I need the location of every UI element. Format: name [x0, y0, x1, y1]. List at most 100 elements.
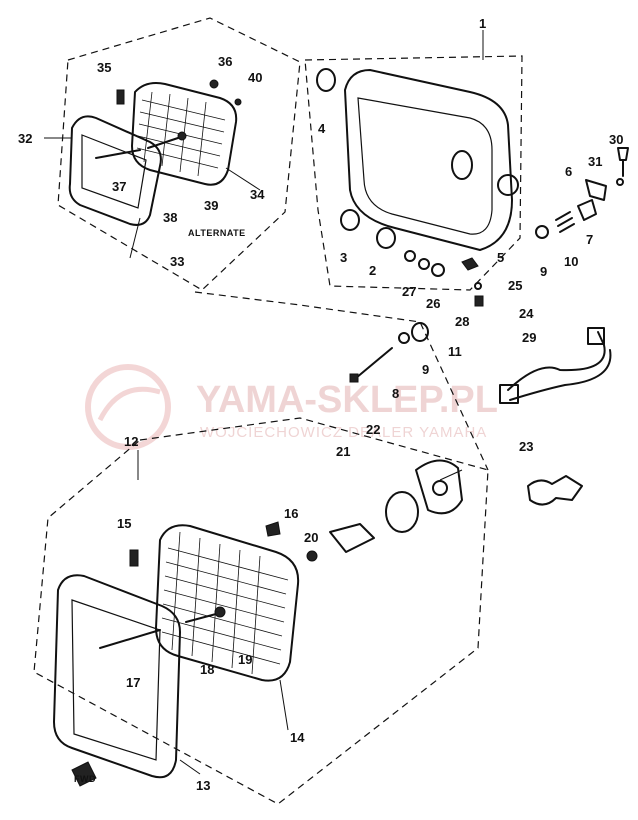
label-33: 33	[170, 254, 184, 269]
group-connector-line	[194, 291, 489, 471]
main-sealed-beam	[155, 524, 300, 682]
part-labels: 1 2 3 4 5 6 7 8 9 9 10 11 12 13 14 15 16…	[18, 16, 623, 793]
label-38: 38	[163, 210, 177, 225]
connector-29a-icon	[499, 384, 519, 404]
label-39: 39	[204, 198, 218, 213]
bolt-24-icon	[474, 295, 484, 307]
label-19: 19	[238, 652, 252, 667]
main-group-outline	[33, 417, 489, 805]
screw-35-icon	[116, 89, 125, 105]
label-8: 8	[392, 386, 399, 401]
grommet-4-icon	[316, 68, 336, 92]
bolt-30-icon	[617, 147, 629, 177]
label-9b: 9	[422, 362, 429, 377]
label-18: 18	[200, 662, 214, 677]
headlight-body	[316, 68, 629, 383]
nut-19-icon	[214, 606, 226, 618]
case-bolt-hole-icon	[497, 174, 519, 196]
group-outlines	[33, 17, 523, 805]
alternate-group-outline	[57, 17, 301, 291]
label-13: 13	[196, 778, 210, 793]
body-group-outline	[304, 55, 523, 291]
wire-harness-29	[507, 331, 606, 391]
alternate-label: ALTERNATE	[188, 228, 246, 238]
screw-15-icon	[129, 549, 139, 567]
nut-36-icon	[209, 79, 219, 89]
label-22: 22	[366, 422, 380, 437]
label-37: 37	[112, 179, 126, 194]
label-32: 32	[18, 131, 32, 146]
watermark-subtitle: WOJCIECHOWICZ DEALER YAMAHA	[200, 424, 487, 441]
connector-29b-icon	[587, 327, 605, 345]
label-10: 10	[564, 254, 578, 269]
label-31: 31	[588, 154, 602, 169]
alternate-rim	[68, 115, 162, 226]
label-3: 3	[340, 250, 347, 265]
watermark-title: YAMA-SKLEP.PL	[196, 379, 498, 421]
collar-3-icon	[340, 209, 360, 231]
label-12: 12	[124, 434, 138, 449]
washer-26-icon	[418, 258, 430, 270]
screw-37-icon	[95, 149, 141, 159]
label-40: 40	[248, 70, 262, 85]
nut-39-icon	[177, 131, 187, 141]
bracket-7-icon	[577, 199, 597, 221]
leader-lines	[44, 30, 484, 775]
nut-5-icon	[461, 257, 479, 271]
washer-25-icon	[474, 282, 482, 290]
label-36: 36	[218, 54, 232, 69]
label-2: 2	[369, 263, 376, 278]
label-27: 27	[402, 284, 416, 299]
label-9a: 9	[540, 264, 547, 279]
label-35: 35	[97, 60, 111, 75]
screw-17-icon	[99, 629, 161, 649]
headlight-case	[344, 69, 513, 251]
bulb-socket-icon	[329, 523, 375, 553]
label-6: 6	[565, 164, 572, 179]
screw-18-icon	[185, 613, 217, 623]
label-20: 20	[304, 530, 318, 545]
screw-38-icon	[147, 137, 179, 149]
label-25: 25	[508, 278, 522, 293]
fwd-label: FWD	[74, 774, 96, 784]
spring-10-icon	[555, 211, 575, 233]
collar-2-icon	[376, 227, 396, 249]
label-1: 1	[479, 16, 486, 31]
label-34: 34	[250, 187, 265, 202]
label-15: 15	[117, 516, 131, 531]
label-21: 21	[336, 444, 350, 459]
label-11: 11	[448, 344, 462, 359]
label-5: 5	[497, 250, 504, 265]
label-16: 16	[284, 506, 298, 521]
alternate-sealed-beam	[131, 82, 238, 186]
nut-20-icon	[306, 550, 318, 562]
washer-9b-icon	[398, 332, 410, 344]
nut-16-icon	[265, 521, 281, 537]
label-7: 7	[586, 232, 593, 247]
bulb-23-icon	[527, 475, 583, 506]
collar-11-icon	[411, 322, 429, 342]
fwd-arrow-icon	[71, 761, 97, 787]
nut-28-icon	[431, 263, 445, 277]
bracket-6-icon	[585, 179, 607, 201]
label-26: 26	[426, 296, 440, 311]
watermark: YAMA-SKLEP.PL WOJCIECHOWICZ DEALER YAMAH…	[85, 364, 498, 450]
wiring	[499, 327, 612, 506]
washer-9a-icon	[535, 225, 549, 239]
watermark-logo-icon	[85, 364, 171, 450]
cover-22-icon	[415, 459, 463, 515]
label-24: 24	[519, 306, 534, 321]
nut-40-icon	[234, 98, 242, 106]
label-17: 17	[126, 675, 140, 690]
main-rim	[53, 574, 181, 779]
label-30: 30	[609, 132, 623, 147]
washer-27-icon	[404, 250, 416, 262]
washer-31-icon	[616, 178, 624, 186]
label-4: 4	[318, 121, 326, 136]
label-14: 14	[290, 730, 305, 745]
bolt-8-icon	[355, 347, 393, 379]
gasket-21-icon	[385, 491, 419, 533]
label-28: 28	[455, 314, 469, 329]
main-headlight	[53, 459, 463, 787]
